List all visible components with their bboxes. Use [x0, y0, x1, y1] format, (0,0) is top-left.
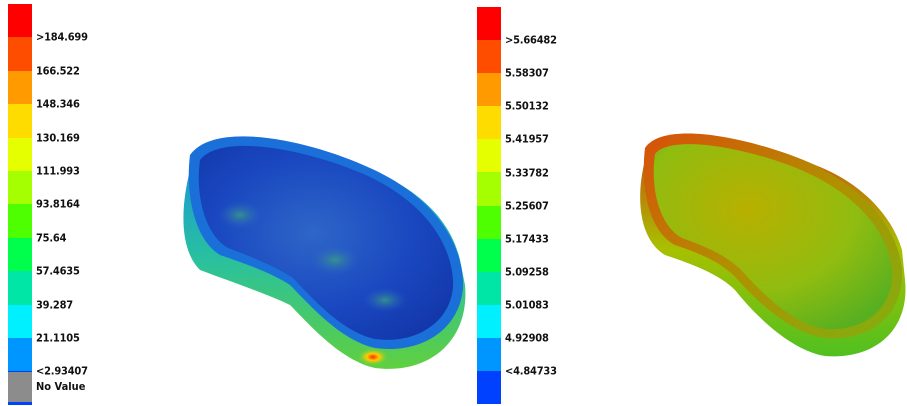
legend-swatch [8, 4, 32, 38]
legend-swatch [8, 137, 32, 171]
legend-label: 5.09258 [505, 265, 549, 279]
legend-label: 5.33782 [505, 166, 549, 179]
legend-label: 21.1105 [36, 331, 80, 345]
legend-label: 5.25607 [505, 199, 549, 213]
legend-swatch [477, 172, 501, 206]
legend-label: 5.41957 [505, 132, 549, 146]
legend-label: >184.699 [36, 30, 88, 44]
legend-label: 111.993 [36, 164, 80, 178]
legend-label: 148.346 [36, 97, 80, 111]
legend-label: <2.93407 [36, 364, 88, 378]
legend-swatch [8, 104, 32, 138]
legend-swatch [477, 73, 501, 107]
legend-swatch [8, 170, 32, 205]
legend-swatch [8, 70, 32, 105]
legend-label: <4.84733 [505, 364, 557, 378]
right-kidney-part-render [640, 133, 906, 357]
legend-label: 5.17433 [505, 232, 549, 246]
legend-swatch [477, 238, 501, 272]
legend-swatch [477, 106, 501, 140]
legend-swatch [477, 304, 501, 338]
legend-label: 75.64 [36, 231, 67, 245]
legend-swatch [8, 337, 32, 372]
legend-label: >5.66482 [505, 33, 557, 47]
legend-swatch [8, 204, 32, 238]
legend-label: 93.8164 [36, 197, 80, 211]
legend-swatch [477, 7, 501, 41]
legend-swatch [8, 271, 32, 305]
legend-swatch [477, 139, 501, 173]
no-value-label: No Value [36, 380, 86, 393]
legend-swatch [477, 40, 501, 74]
legend-swatch [477, 205, 501, 239]
legend-swatch [477, 371, 501, 405]
legend-label: 57.4635 [36, 264, 80, 278]
legend-label: 130.169 [36, 131, 80, 145]
legend-label: 5.58307 [505, 66, 549, 80]
legend-label: 39.287 [36, 298, 73, 312]
no-value-swatch [8, 372, 32, 402]
left-kidney-part-render [183, 136, 466, 369]
legend-label: 4.92908 [505, 331, 549, 345]
legend-swatch [477, 271, 501, 305]
left-legend-swatches [8, 4, 32, 405]
right-legend-swatches [477, 7, 501, 405]
legend-label: 166.522 [36, 64, 80, 78]
legend-label: 5.50132 [505, 99, 549, 113]
legend-swatch [8, 304, 32, 338]
legend-label: 5.01083 [505, 298, 549, 312]
legend-swatch [8, 37, 32, 71]
legend-swatch [477, 337, 501, 372]
legend-swatch [8, 237, 32, 272]
